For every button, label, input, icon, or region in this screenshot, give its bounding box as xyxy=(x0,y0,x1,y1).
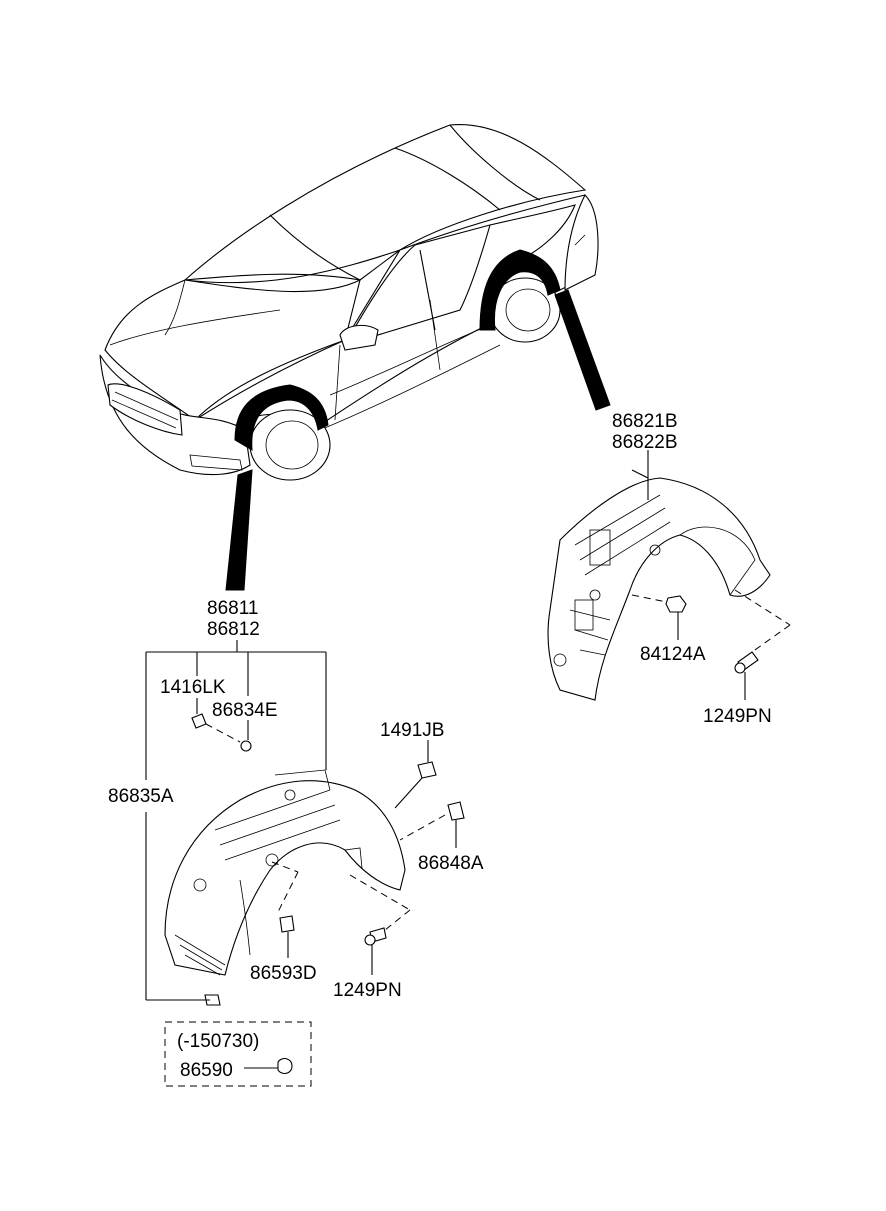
sedan-car-illustration xyxy=(99,123,611,591)
label-86848a: 86848A xyxy=(418,853,484,874)
label-86835a: 86835A xyxy=(108,786,174,807)
nut-84124a-icon xyxy=(665,595,687,613)
label-rear-upper: 86821B xyxy=(612,411,678,432)
front-pointer xyxy=(225,469,253,591)
clip-86590-icon xyxy=(277,1057,293,1075)
label-rear-lower: 86822B xyxy=(612,432,678,453)
rear-pointer xyxy=(554,289,611,411)
clip-86848a-icon xyxy=(447,801,465,821)
nut-86834e-icon xyxy=(240,740,252,752)
screw-front-icon xyxy=(364,927,387,946)
clip-86593d-icon xyxy=(279,915,295,933)
label-1249pn-rear: 1249PN xyxy=(703,706,772,727)
label-front-upper: 86811 xyxy=(207,598,258,619)
screw-rear-icon xyxy=(734,651,759,674)
front-wheel-guard xyxy=(164,769,406,1006)
front-guard-highlight xyxy=(234,384,329,451)
label-date-note: (-150730) xyxy=(177,1031,259,1052)
label-1416lk: 1416LK xyxy=(160,677,226,698)
label-1249pn-front: 1249PN xyxy=(333,980,402,1001)
label-front-lower: 86812 xyxy=(207,619,260,640)
rear-wheel-guard xyxy=(547,469,771,701)
bolt-1416lk-icon xyxy=(191,713,207,729)
label-84124a: 84124A xyxy=(640,644,706,665)
label-86590: 86590 xyxy=(180,1060,233,1081)
label-86834e: 86834E xyxy=(212,700,278,721)
date-note-box xyxy=(164,1021,312,1087)
rear-guard-highlight xyxy=(479,249,561,331)
rear-wheel xyxy=(489,277,561,343)
label-86593d: 86593D xyxy=(250,963,317,984)
label-1491jb: 1491JB xyxy=(380,720,444,741)
clip-1491jb-icon xyxy=(417,761,437,779)
